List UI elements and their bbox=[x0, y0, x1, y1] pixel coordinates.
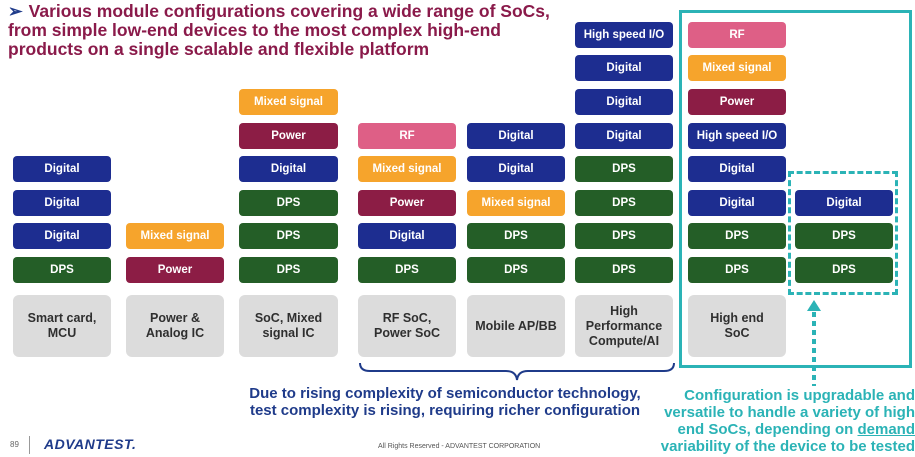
module-dps: DPS bbox=[13, 257, 111, 283]
upgrade-note-line-2: versatile to handle a variety of high bbox=[664, 404, 915, 421]
copyright-text: All Rights Reserved - ADVANTEST CORPORAT… bbox=[378, 443, 541, 450]
module-dps: DPS bbox=[239, 223, 338, 250]
module-digital: Digital bbox=[575, 122, 673, 149]
module-dps: DPS bbox=[575, 223, 673, 250]
module-digital: Digital bbox=[358, 223, 456, 250]
module-digital: Digital bbox=[688, 189, 786, 216]
column-label: Smart card, MCU bbox=[13, 295, 111, 357]
module-mixed-signal: Mixed signal bbox=[688, 55, 786, 82]
module-digital: Digital bbox=[688, 156, 786, 183]
module-dps: DPS bbox=[575, 156, 673, 183]
module-digital: Digital bbox=[13, 156, 111, 183]
upgrade-dashed-frame bbox=[788, 171, 898, 295]
footer-divider bbox=[29, 436, 30, 454]
module-dps: DPS bbox=[795, 223, 893, 250]
upgrade-note: Configuration is upgradable and versatil… bbox=[632, 387, 915, 455]
brace-icon bbox=[359, 362, 675, 381]
high-end-soc-frame bbox=[679, 10, 912, 368]
module-high-speed-i-o: High speed I/O bbox=[688, 122, 786, 149]
column-label: SoC, Mixed signal IC bbox=[239, 295, 338, 357]
module-dps: DPS bbox=[467, 223, 565, 250]
module-dps: DPS bbox=[467, 257, 565, 283]
module-mixed-signal: Mixed signal bbox=[467, 189, 565, 216]
upgrade-note-demand: demand bbox=[857, 421, 915, 438]
module-dps: DPS bbox=[239, 257, 338, 283]
module-dps: DPS bbox=[239, 189, 338, 216]
module-dps: DPS bbox=[358, 257, 456, 283]
module-dps: DPS bbox=[688, 223, 786, 250]
headline-text: Various module configurations covering a… bbox=[8, 1, 550, 59]
module-digital: Digital bbox=[795, 189, 893, 216]
module-power: Power bbox=[239, 122, 338, 149]
headline: ➢Various module configurations covering … bbox=[8, 2, 578, 59]
bullet-arrow-icon: ➢ bbox=[8, 1, 23, 21]
module-mixed-signal: Mixed signal bbox=[126, 223, 224, 250]
module-mixed-signal: Mixed signal bbox=[358, 156, 456, 183]
module-digital: Digital bbox=[467, 122, 565, 149]
column-label: High end SoC bbox=[688, 295, 786, 357]
upgrade-note-line-1: Configuration is upgradable and bbox=[684, 387, 915, 404]
module-rf: RF bbox=[688, 21, 786, 48]
column-label: RF SoC, Power SoC bbox=[358, 295, 456, 357]
module-digital: Digital bbox=[239, 156, 338, 183]
module-digital: Digital bbox=[13, 189, 111, 216]
module-rf: RF bbox=[358, 122, 456, 149]
advantest-logo: ADVANTEST. bbox=[44, 436, 137, 452]
module-dps: DPS bbox=[688, 257, 786, 283]
upgrade-note-line-3: end SoCs, depending on demand bbox=[632, 421, 915, 438]
page-number: 89 bbox=[10, 440, 19, 449]
up-arrow-icon bbox=[807, 300, 821, 386]
module-mixed-signal: Mixed signal bbox=[239, 89, 338, 115]
module-dps: DPS bbox=[575, 189, 673, 216]
module-dps: DPS bbox=[795, 257, 893, 283]
complexity-note: Due to rising complexity of semiconducto… bbox=[249, 385, 641, 419]
upgrade-note-line-4: variability of the device to be tested bbox=[660, 438, 915, 455]
module-power: Power bbox=[688, 89, 786, 115]
module-power: Power bbox=[126, 257, 224, 283]
upgrade-note-line-3-text: end SoCs, depending on bbox=[677, 421, 858, 438]
column-label: High Performance Compute/AI bbox=[575, 295, 673, 357]
module-digital: Digital bbox=[13, 223, 111, 250]
column-label: Power & Analog IC bbox=[126, 295, 224, 357]
module-digital: Digital bbox=[467, 156, 565, 183]
module-power: Power bbox=[358, 189, 456, 216]
module-digital: Digital bbox=[575, 89, 673, 115]
column-label: Mobile AP/BB bbox=[467, 295, 565, 357]
module-high-speed-i-o: High speed I/O bbox=[575, 21, 673, 48]
module-dps: DPS bbox=[575, 257, 673, 283]
module-digital: Digital bbox=[575, 55, 673, 82]
